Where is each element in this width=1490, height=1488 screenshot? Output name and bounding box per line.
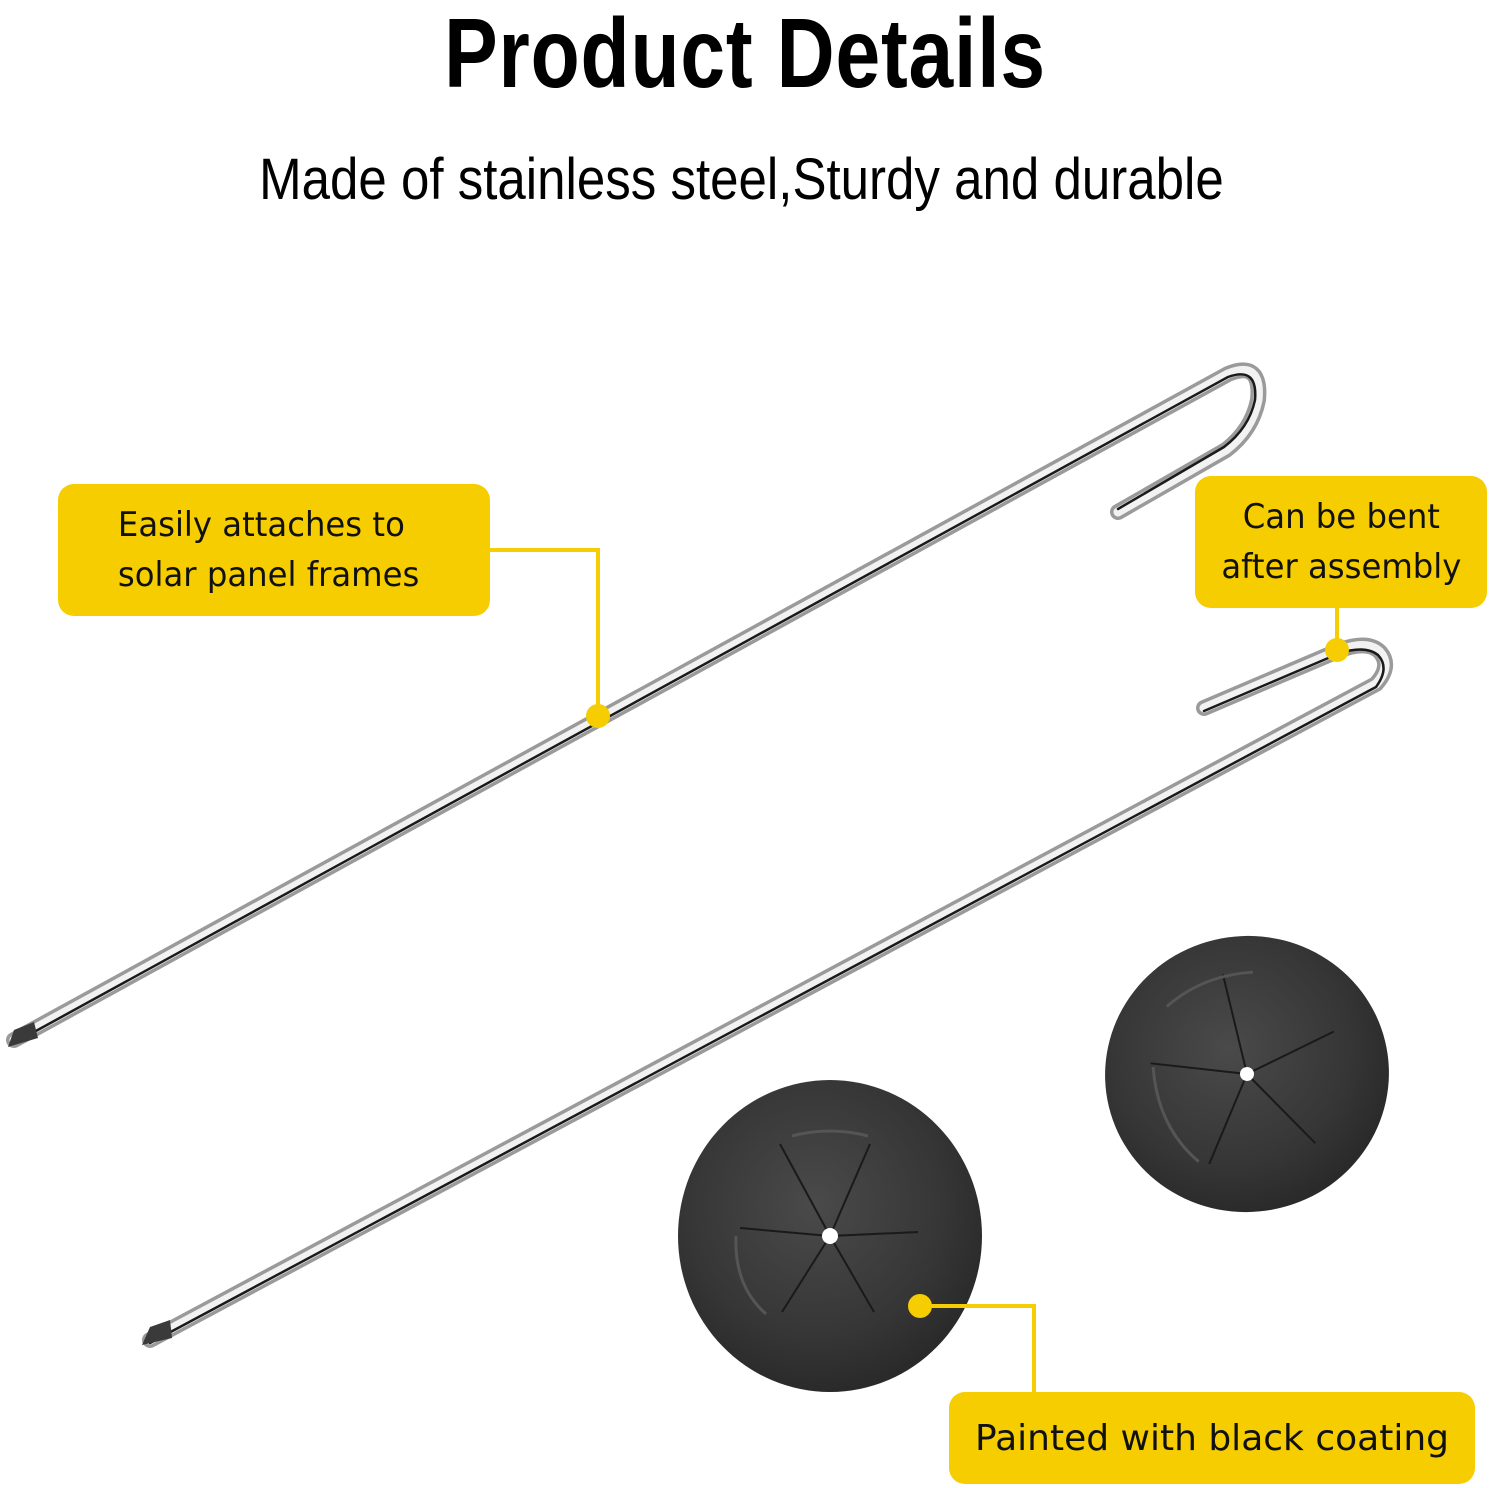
callout-bend-line-2: after assembly: [1220, 547, 1462, 587]
stake-tip-icon: [142, 1320, 172, 1345]
stake-tip-icon: [8, 1022, 38, 1047]
callout-dot-icon: [586, 704, 610, 728]
stake-1: [6, 362, 1267, 1048]
callout-attach-line-2: solar panel frames: [117, 555, 420, 595]
connector-coating: [920, 1304, 1036, 1392]
callout-attach-line-1: Easily attaches to: [117, 505, 405, 545]
stake-2: [142, 637, 1394, 1348]
callout-dot-icon: [908, 1294, 932, 1318]
page-title: Product Details: [444, 0, 1046, 108]
callout-bend-line-1: Can be bent: [1242, 497, 1440, 537]
connector-attach: [490, 548, 600, 716]
callout-dot-icon: [1325, 638, 1349, 662]
callout-attach: Easily attaches to solar panel frames: [58, 484, 490, 616]
washer-2: [678, 1080, 982, 1392]
callout-coating: Painted with black coating: [949, 1392, 1475, 1484]
page-subtitle: Made of stainless steel,Sturdy and durab…: [259, 147, 1224, 212]
callout-coating-line-1: Painted with black coating: [974, 1417, 1449, 1459]
callout-bend: Can be bent after assembly: [1195, 476, 1487, 608]
washer-1: [1105, 935, 1389, 1213]
